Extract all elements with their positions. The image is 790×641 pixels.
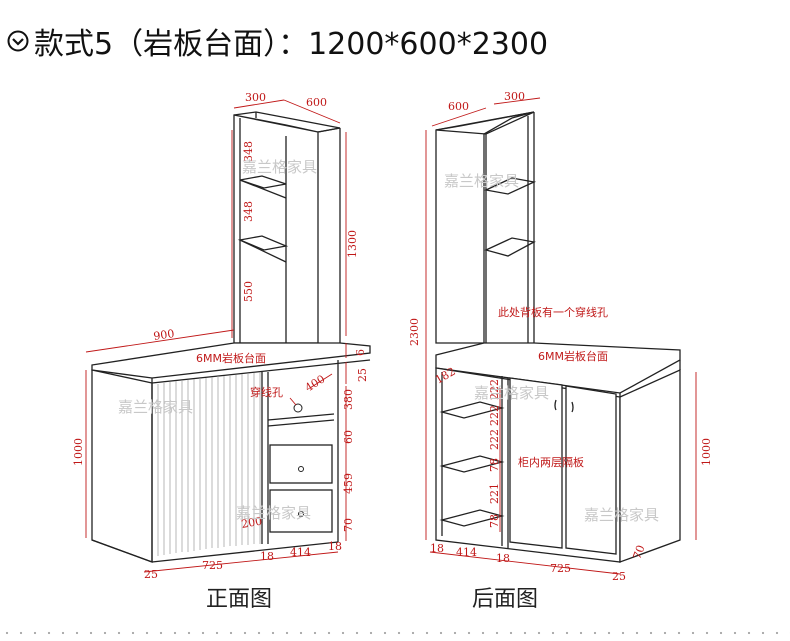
back-dimension-lines [425,97,697,575]
watermark-back-top: 嘉兰格家具 [444,172,519,190]
dim-back-414: 414 [456,546,477,559]
dim-front-shelf1: 348 [242,141,255,162]
door-handle-left [554,399,557,411]
dim-back-18a: 18 [430,542,444,555]
note-front-slab: 6MM岩板台面 [196,351,266,365]
dim-front-top-thickness: 6 [354,349,367,356]
dim-front-niche-depth: 400 [303,372,328,394]
dim-front-niche-width: 414 [290,546,311,559]
dim-front-tower-height: 1300 [346,230,359,258]
dim-front-base-height: 70 [342,518,355,532]
dim-back-18b: 18 [496,552,510,565]
dim-back-725: 725 [550,562,571,575]
caption-front: 正面图 [206,587,272,612]
dim-front-niche-height: 380 [342,389,355,410]
dim-front-gap-25: 25 [356,368,369,382]
watermark-back-bottom: 嘉兰格家具 [584,506,659,524]
dim-back-base-70: 70 [631,543,648,561]
dim-back-25: 25 [612,570,626,583]
dim-back-height-1000: 1000 [700,438,713,466]
dim-back-top-depth: 600 [448,100,469,113]
dim-front-top-width: 300 [245,91,266,104]
watermark-front-top: 嘉兰格家具 [242,158,317,176]
watermark-back-mid: 嘉兰格家具 [474,384,549,402]
dim-front-shelf2: 348 [242,201,255,222]
dim-front-shelf3: 550 [242,281,255,302]
back-door-right[interactable] [565,385,617,555]
wire-hole-icon [293,403,303,413]
dim-front-top-depth: 600 [306,96,327,109]
dim-front-drawer-gap: 60 [342,430,355,444]
drawer-knob-lower[interactable] [298,511,304,517]
dim-front-total-height: 1000 [72,438,85,466]
dim-back-221: 221 [488,483,501,504]
title-text: 款式5（岩板台面）：1200*600*2300 [34,27,549,62]
dotted-divider [0,630,790,636]
drawer-knob-upper[interactable] [298,466,304,472]
watermark-front-mid: 嘉兰格家具 [118,398,193,416]
dim-front-panel-18b: 18 [328,540,342,553]
front-dimension-lines [85,99,347,573]
dim-back-222c: 222 [488,429,501,450]
note-back-slab: 6MM岩板台面 [538,349,608,363]
dim-back-78b: 78 [488,514,501,528]
drawer-upper[interactable] [269,444,333,484]
page-title: 款式5（岩板台面）：1200*600*2300 [6,20,548,62]
dim-front-cabinet-725: 725 [202,559,223,572]
dim-back-78a: 78 [488,458,501,472]
note-back-partition: 柜内两层隔板 [518,455,584,469]
watermark-front-bottom: 嘉兰格家具 [236,504,311,522]
fluted-door [157,372,261,556]
dim-back-222a: 222 [488,379,501,400]
chevron-down-circle-icon [7,30,29,52]
dim-front-drawer-height: 459 [342,473,355,494]
door-handle-right [571,401,574,413]
dim-back-total-height: 2300 [408,318,421,346]
note-front-wire-hole: 穿线孔 [250,385,283,399]
dim-front-depth-200: 200 [240,515,263,531]
dim-front-side-25: 25 [144,568,158,581]
back-dimension-labels: 600 300 2300 182 222 222 222 78 221 78 1… [408,90,713,583]
dim-front-panel-18a: 18 [260,550,274,563]
caption-back: 后面图 [472,587,538,612]
dim-back-222b: 222 [488,405,501,426]
front-view [91,111,371,563]
dim-front-counter-width: 900 [153,327,176,343]
front-dimension-labels: 300 600 348 348 550 1300 900 6 25 400 38… [72,91,369,581]
back-view [435,111,681,563]
back-door-left[interactable] [509,377,563,549]
note-back-hole: 此处背板有一个穿线孔 [498,305,608,319]
dim-back-top-width: 300 [504,90,525,103]
